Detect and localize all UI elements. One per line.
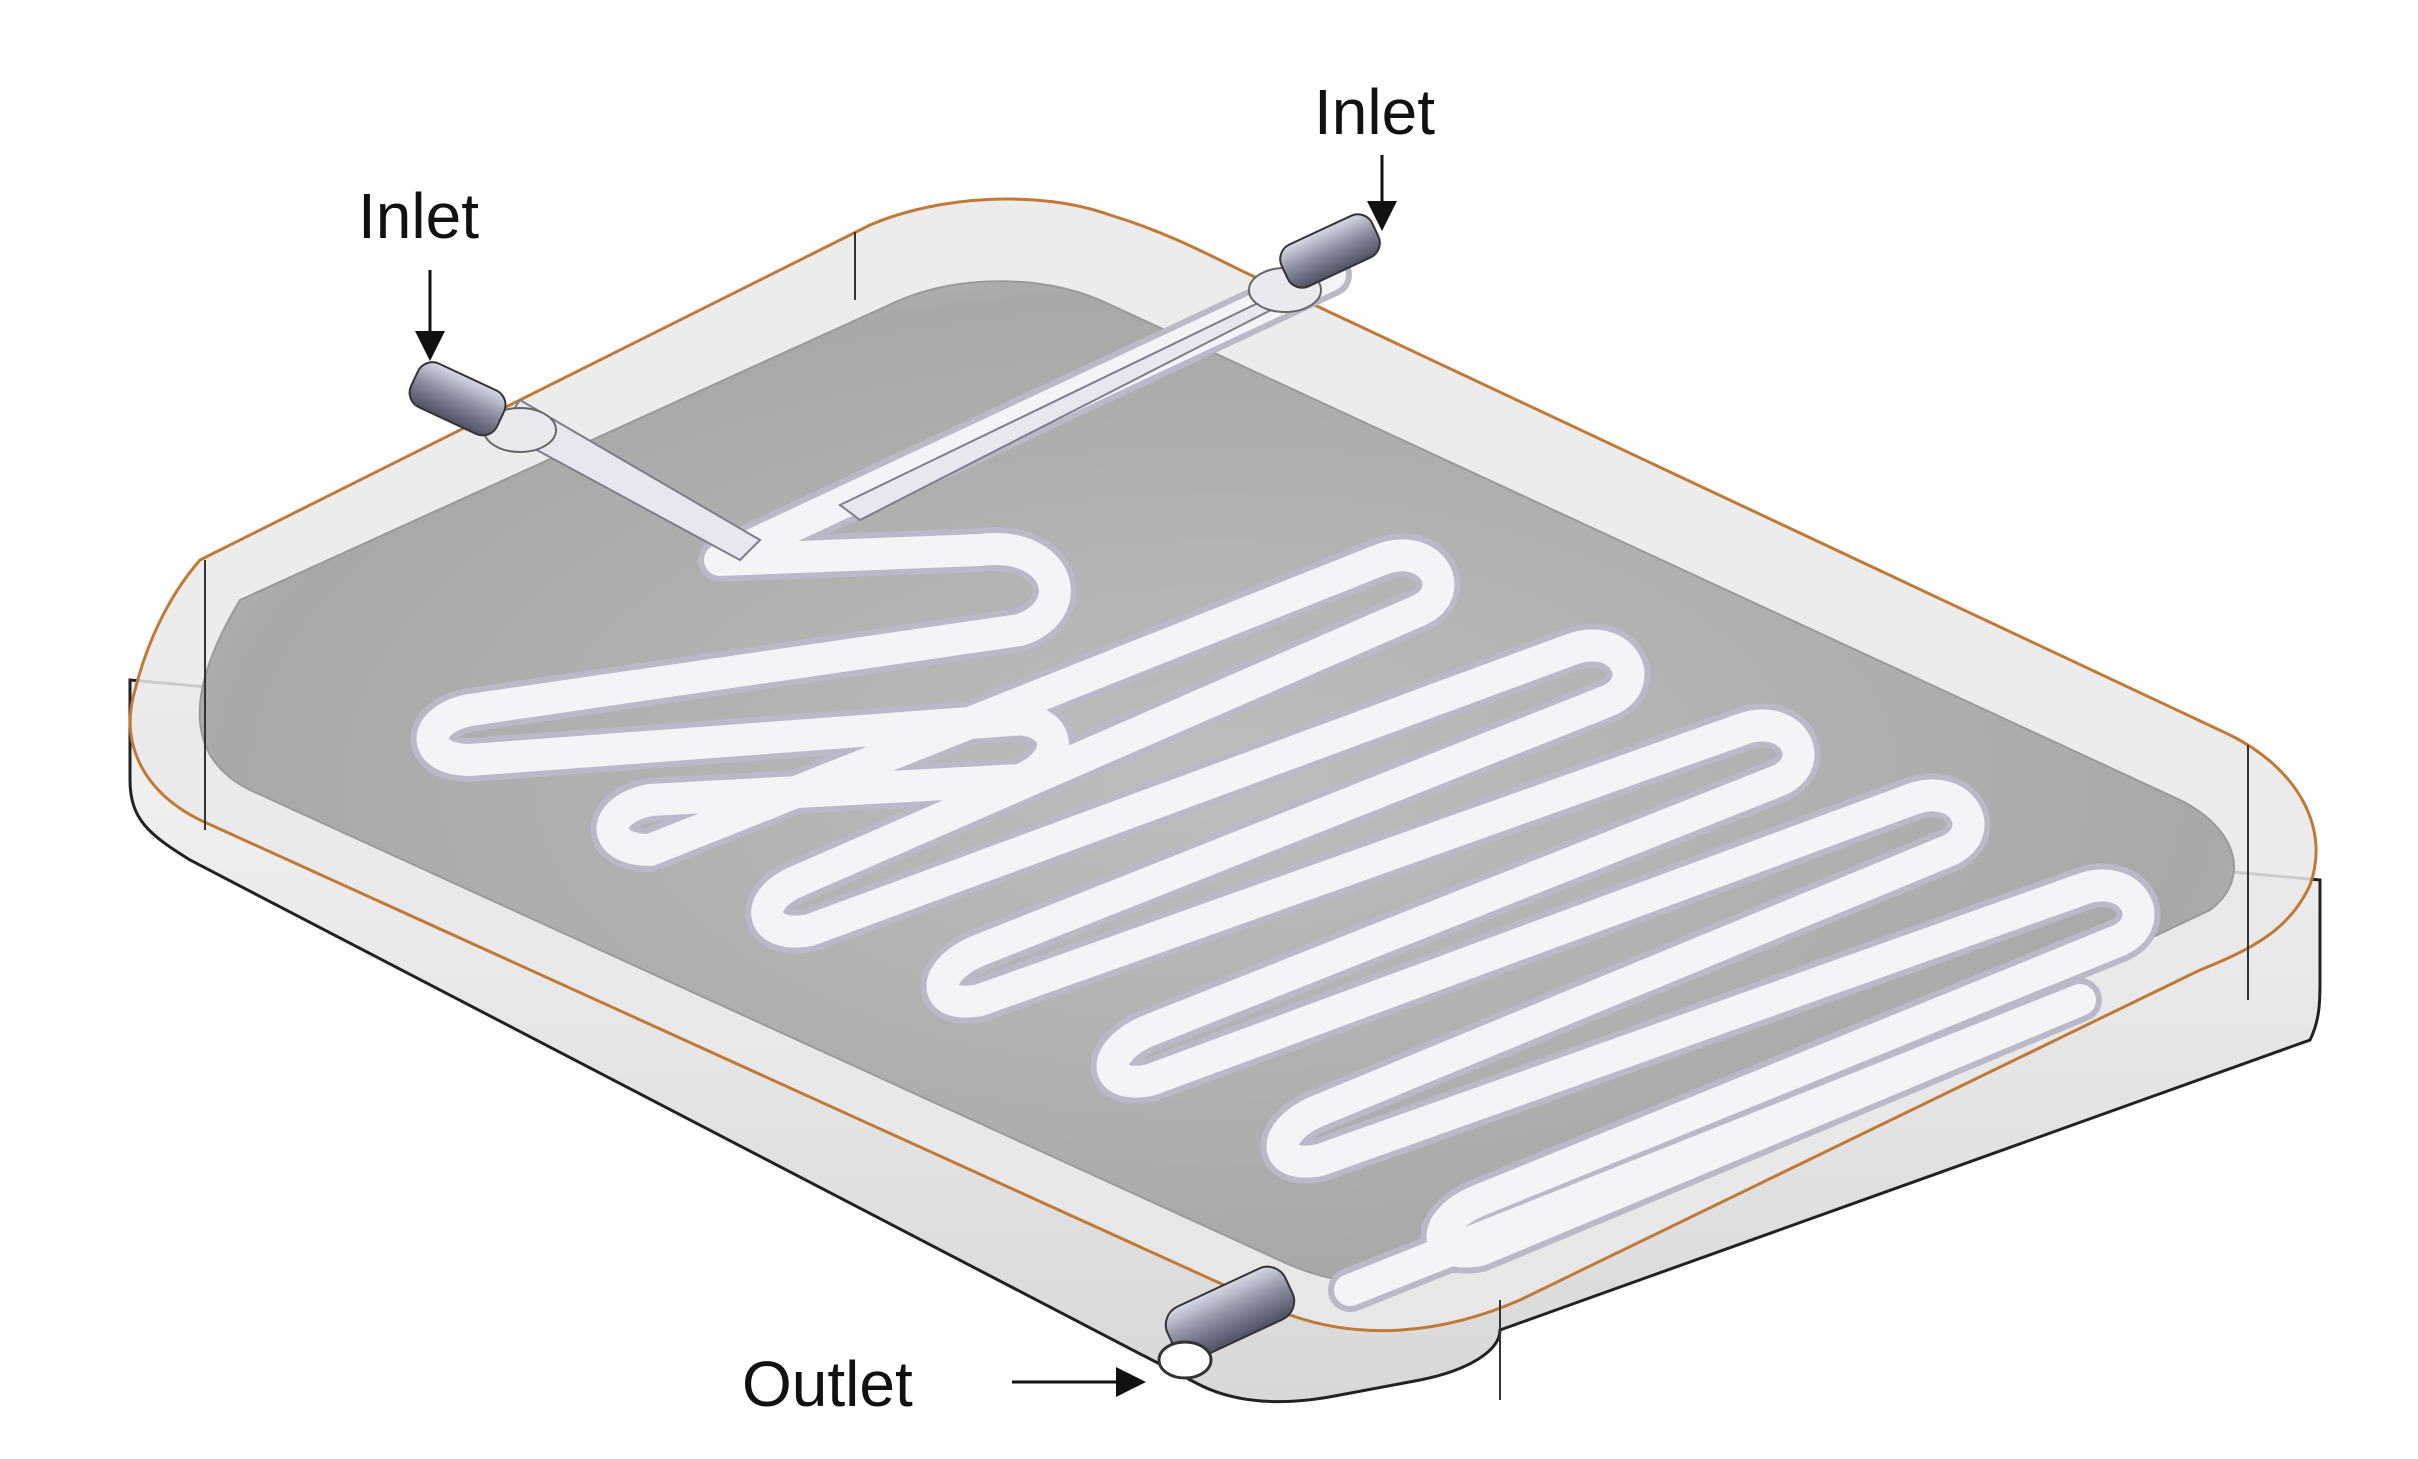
inlet-fitting-right: [1248, 213, 1381, 313]
outlet-label: Outlet: [742, 1348, 913, 1420]
inlet-fitting-left: [408, 361, 557, 453]
inlet-label-left: Inlet: [358, 180, 479, 252]
outlet-fitting: [1157, 1265, 1296, 1380]
inlet-label-right: Inlet: [1314, 76, 1435, 148]
serpentine-tube: [410, 253, 2161, 1312]
